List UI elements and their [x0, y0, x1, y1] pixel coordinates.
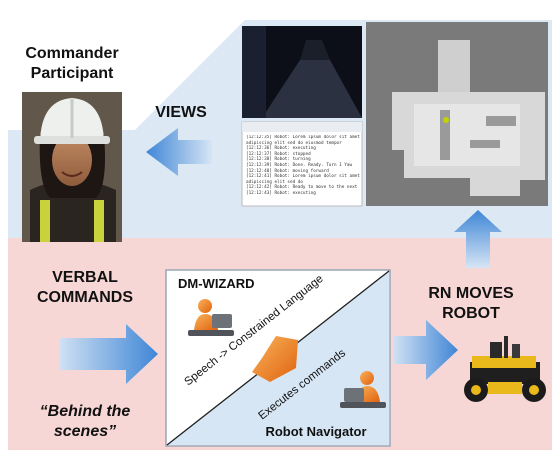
verbal-arrow: [60, 324, 158, 384]
log-line: [12:12:36] Robot: executing: [246, 146, 316, 152]
converter-shape: [252, 336, 298, 382]
up-arrow: [454, 210, 502, 268]
views-arrow: [146, 128, 212, 176]
map-view: [366, 22, 548, 206]
log-line: [12:12:41] Robot: Lorem ipsum dolor sit …: [246, 174, 360, 180]
log-line: [12:12:38] Robot: turning: [246, 157, 311, 163]
behind-scenes-label: “Behind the scenes”: [39, 403, 131, 440]
camera-view: [242, 26, 362, 118]
log-line: adipiscing elit sed do: [246, 179, 303, 185]
log-line: adipiscing elit sed do eiusmod tempor: [246, 140, 342, 146]
wizard-person-icon: [188, 299, 234, 336]
participant-label: Commander Participant: [25, 45, 119, 82]
robot-icon: [464, 336, 546, 402]
log-text: [12:12:35] Robot: Lorem ipsum dolor sit …: [246, 135, 360, 205]
log-line: [12:12:35] Robot: Lorem ipsum dolor sit …: [246, 135, 360, 140]
log-line: [12:12:43] Robot: executing: [246, 190, 316, 196]
log-line: [12:12:40] Robot: moving forward: [246, 168, 329, 174]
robot-arrow: [394, 320, 458, 380]
views-label: VIEWS: [155, 104, 207, 121]
navigator-person-icon: [340, 371, 386, 408]
dm-wizard-label: DM-WIZARD: [178, 276, 255, 291]
participant-photo: [22, 92, 122, 242]
log-line: [12:12:39] Robot: Done. Ready. Turn 1 Ya…: [246, 162, 353, 168]
log-line: [12:12:42] Robot: Ready to move to the n…: [246, 185, 360, 191]
rn-moves-label: RN MOVES ROBOT: [428, 285, 514, 322]
verbal-commands-label: VERBAL COMMANDS: [37, 269, 133, 306]
log-line: [12:12:37] Robot: stopped: [246, 151, 311, 157]
robot-navigator-label: Robot Navigator: [265, 424, 367, 439]
log-window: [241, 121, 363, 207]
